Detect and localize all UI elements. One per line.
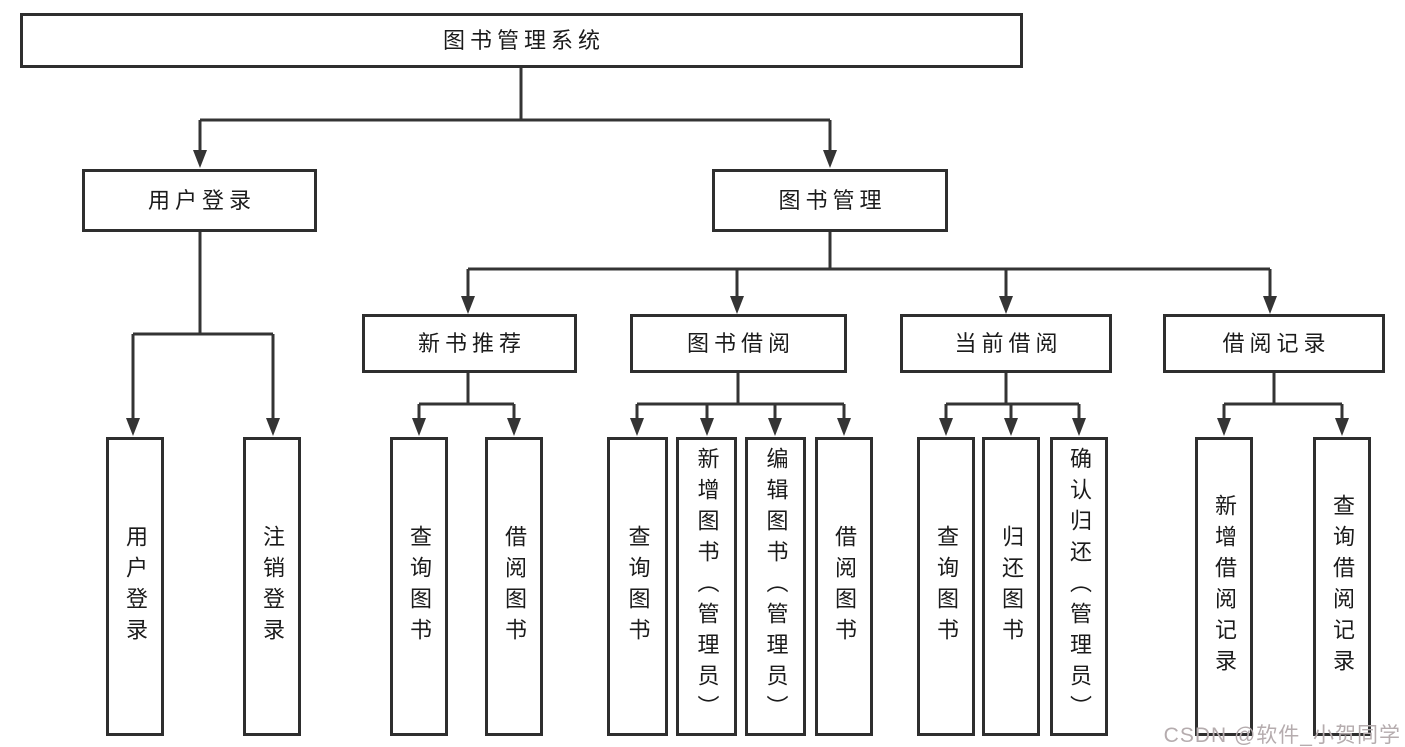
leaf-logout: 注销登录 [243,437,301,736]
connector-stems [131,68,1344,420]
node-new-book-recommend: 新书推荐 [362,314,577,373]
leaf-query-book-3: 查询图书 [917,437,975,736]
node-book-management: 图书管理 [712,169,948,232]
node-borrow-record: 借阅记录 [1163,314,1385,373]
node-book-borrow: 图书借阅 [630,314,847,373]
leaf-return-book: 归还图书 [982,437,1040,736]
leaf-borrow-book-2: 借阅图书 [815,437,873,736]
node-current-borrow: 当前借阅 [900,314,1112,373]
leaf-add-book-admin: 新增图书（管理员） [676,437,737,736]
csdn-watermark: CSDN @软件_小贺同学 [1163,724,1401,747]
leaf-user-login: 用户登录 [106,437,164,736]
leaf-confirm-return-admin: 确认归还（管理员） [1050,437,1108,736]
leaf-add-borrow-record: 新增借阅记录 [1195,437,1253,736]
node-user-login: 用户登录 [82,169,317,232]
leaf-query-book-1: 查询图书 [390,437,448,736]
node-root: 图书管理系统 [20,13,1023,68]
leaf-query-book-2: 查询图书 [607,437,668,736]
leaf-borrow-book-1: 借阅图书 [485,437,543,736]
leaf-query-borrow-record: 查询借阅记录 [1313,437,1371,736]
leaf-edit-book-admin: 编辑图书（管理员） [745,437,806,736]
